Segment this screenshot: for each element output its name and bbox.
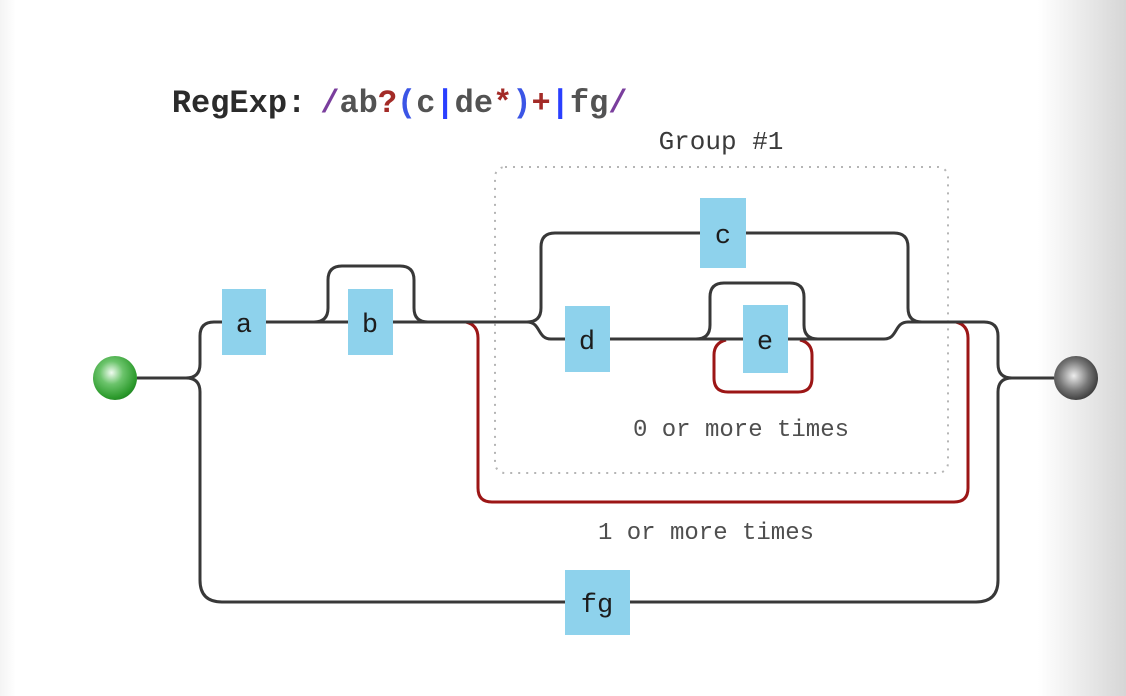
b-skip-line	[313, 264, 429, 324]
group-repeat-annotation: 1 or more times	[598, 520, 814, 547]
node-a-box	[222, 289, 266, 355]
node-e-label: e	[757, 328, 773, 358]
top-branch-line	[185, 320, 527, 380]
node-b-label: b	[362, 311, 378, 341]
e-repeat-loop-path	[712, 338, 814, 394]
regex-token-open-slash: /	[320, 85, 340, 122]
literal-node-labels: a b c d e fg	[236, 222, 773, 621]
node-d-label: d	[579, 328, 595, 358]
regex-token-fg: fg	[569, 85, 609, 122]
bottom-branch-fg-line	[185, 376, 1013, 604]
regex-token-question: ?	[377, 85, 398, 122]
regex-token-pipe-2: |	[550, 85, 570, 122]
d-branch-exit-line	[526, 320, 1054, 380]
regex-token-de: de	[454, 85, 494, 122]
repeat-loops	[465, 320, 970, 504]
regex-token-star: *	[493, 85, 513, 122]
node-c-box	[700, 198, 746, 268]
node-fg-box	[565, 570, 630, 635]
regex-token-c: c	[416, 85, 436, 122]
regex-token-plus: +	[531, 85, 551, 122]
regex-heading: RegExp:/ab?(c|de*)+|fg/	[95, 50, 628, 158]
node-fg-label: fg	[581, 591, 613, 621]
regex-token-close-slash: /	[608, 85, 628, 122]
end-point	[1054, 356, 1098, 400]
regex-token-pipe-1: |	[435, 85, 455, 122]
start-point	[93, 356, 137, 400]
node-c-label: c	[715, 222, 731, 252]
regex-token-open-paren: (	[397, 85, 417, 122]
e-skip-line	[695, 281, 819, 341]
regex-token-close-paren: )	[512, 85, 532, 122]
group-repeat-loop-path	[465, 320, 970, 504]
node-b-box	[348, 289, 393, 355]
literal-nodes	[222, 198, 788, 635]
node-a-label: a	[236, 311, 252, 341]
group-1-label: Group #1	[659, 127, 784, 157]
repeat-annotations: 0 or more times 1 or more times	[598, 417, 849, 547]
rail-lines	[137, 231, 1054, 604]
e-repeat-annotation: 0 or more times	[633, 417, 849, 444]
regex-token-ab: ab	[339, 85, 378, 122]
node-e-box	[743, 305, 788, 373]
node-d-box	[565, 306, 610, 372]
regex-label: RegExp:	[171, 85, 307, 122]
group-1-box	[494, 166, 949, 474]
